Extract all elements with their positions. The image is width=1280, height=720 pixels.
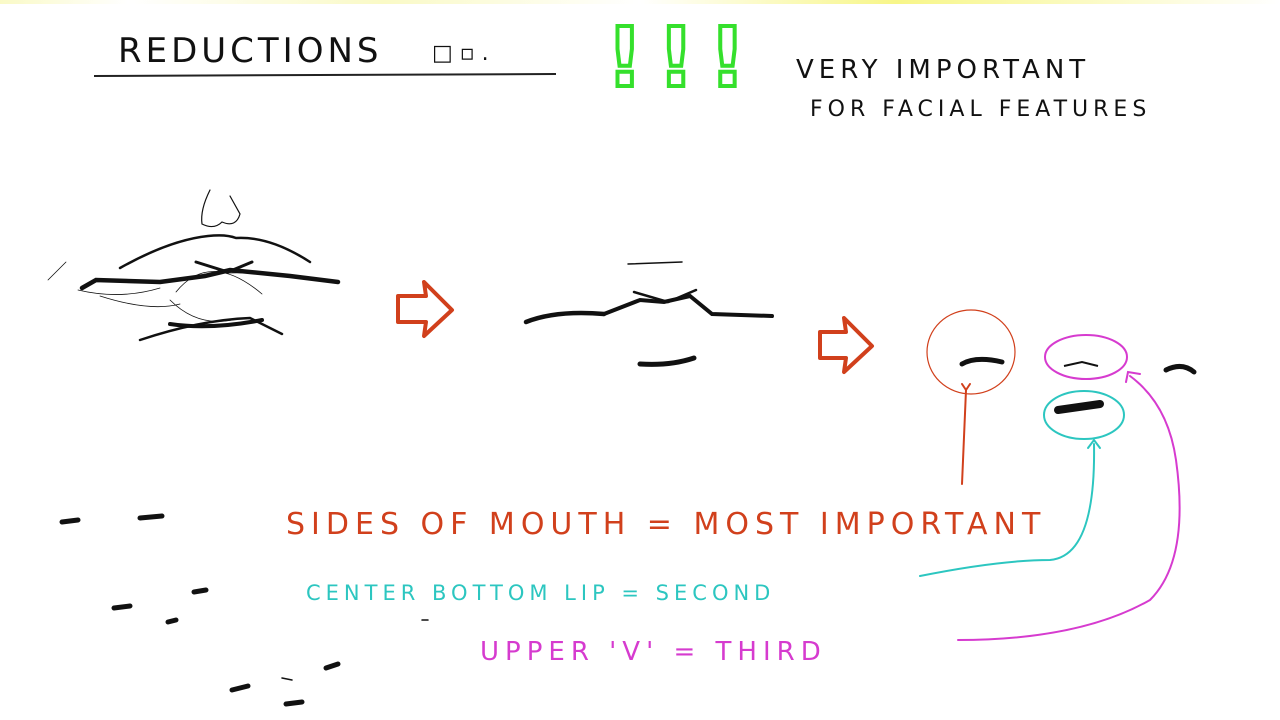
mouth-sketch-simplified: [523, 261, 774, 367]
reduced-mouth-marks: [926, 309, 1197, 440]
page-title: REDUCTIONS: [118, 31, 383, 71]
mouth-sketch-full: [47, 189, 341, 342]
note-line-2: FOR FACIAL FEATURES: [810, 97, 1151, 122]
annotation-first: SIDES OF MOUTH = MOST IMPORTANT: [286, 507, 1046, 542]
connector-lines: [919, 370, 1181, 641]
arrow-right-icon: [396, 280, 454, 338]
note-line-1: VERY IMPORTANT: [796, 55, 1090, 85]
top-strip: [0, 0, 1280, 4]
title-marks: □ ▫ .: [432, 41, 489, 66]
arrow-right-icon: [818, 316, 874, 374]
annotation-second: CENTER BOTTOM LIP = SECOND: [306, 581, 775, 605]
exclamation-marks: !!!: [604, 9, 760, 108]
title-underline: [93, 73, 557, 77]
svg-text:!!!: !!!: [606, 11, 760, 106]
annotation-third: UPPER 'V' = THIRD: [480, 637, 827, 667]
dash-marks: [59, 513, 429, 707]
